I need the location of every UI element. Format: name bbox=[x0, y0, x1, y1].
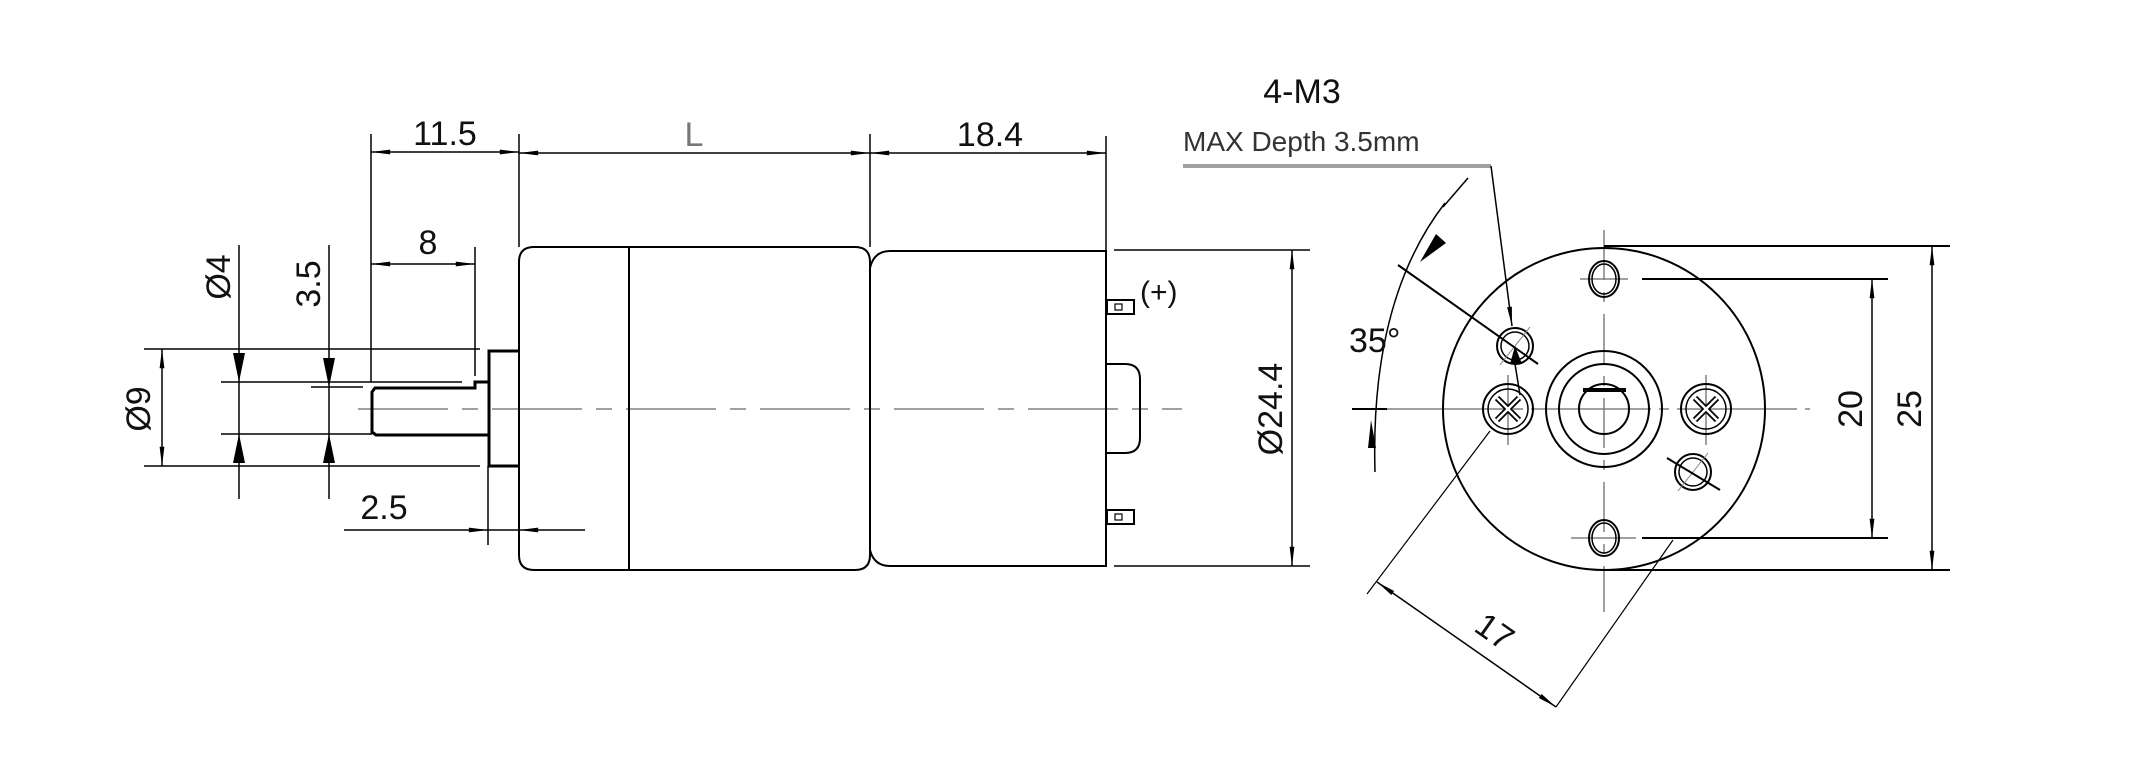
front-view: 35° 4-M3 MAX Depth 3.5mm 20 25 17 bbox=[1183, 73, 1950, 708]
front-boss-outer bbox=[1545, 350, 1663, 468]
dim-body-diameter: Ø24.4 bbox=[1252, 363, 1290, 456]
dim-motor-length: 18.4 bbox=[957, 116, 1023, 154]
motor-can bbox=[869, 250, 1107, 567]
gearbox-body bbox=[518, 246, 871, 571]
mounting-hole-bottom bbox=[1571, 519, 1636, 557]
dim-flat-height: 3.5 bbox=[290, 260, 328, 307]
side-view: (+) 11.5 L 18.4 8 Ø9 Ø4 bbox=[120, 115, 1310, 571]
front-boss-inner bbox=[1558, 363, 1650, 455]
dim-boss-diameter: Ø9 bbox=[120, 386, 158, 431]
dim-hole-spacing: 20 bbox=[1832, 390, 1870, 428]
angle-arc bbox=[1373, 202, 1446, 473]
m3-hole-lower-right bbox=[1666, 452, 1721, 492]
dim-boss-thickness: 2.5 bbox=[360, 489, 407, 527]
dim-outer-diameter: 25 bbox=[1891, 390, 1929, 428]
screw-left bbox=[1482, 375, 1534, 445]
dim-flat-length: 8 bbox=[419, 224, 438, 262]
output-shaft bbox=[370, 380, 489, 437]
front-shaft bbox=[1578, 383, 1630, 435]
thread-callout: 4-M3 bbox=[1263, 73, 1340, 111]
dim-shaft-extension: 11.5 bbox=[413, 115, 477, 153]
screw-right bbox=[1680, 375, 1732, 445]
mounting-hole-top bbox=[1580, 260, 1628, 298]
terminal-positive bbox=[1106, 299, 1135, 315]
motor-rear-bushing bbox=[1106, 363, 1141, 454]
leader-line bbox=[1490, 165, 1513, 327]
dim-gearbox-length: L bbox=[685, 116, 704, 154]
dim-shaft-diameter: Ø4 bbox=[200, 254, 238, 299]
angle-radial-line bbox=[1397, 264, 1539, 365]
output-boss bbox=[487, 349, 519, 468]
dim-17-line bbox=[1376, 581, 1557, 708]
dim-angle: 35° bbox=[1349, 322, 1400, 360]
terminal-negative bbox=[1106, 509, 1135, 525]
terminal-positive-label: (+) bbox=[1140, 276, 1178, 309]
thread-depth-note: MAX Depth 3.5mm bbox=[1183, 126, 1420, 157]
